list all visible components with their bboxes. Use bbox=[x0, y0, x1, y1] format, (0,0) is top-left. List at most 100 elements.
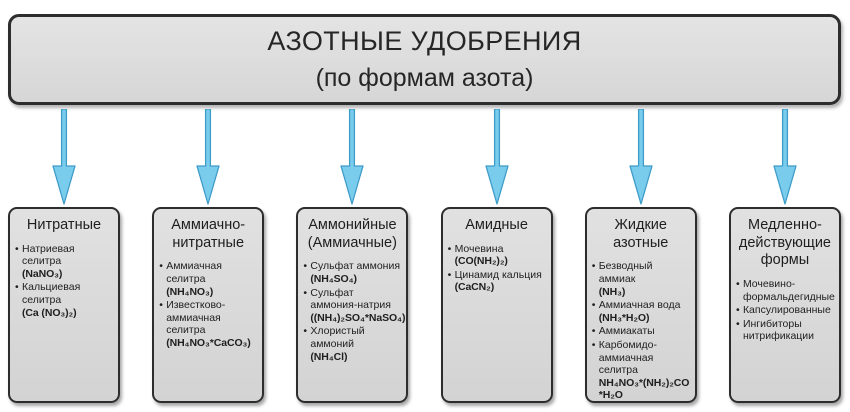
category-box-1: Нитратные•Натриевая селитра(NaNO₃)•Кальц… bbox=[8, 207, 120, 403]
fertilizer-name: Безводный аммиак bbox=[598, 260, 653, 285]
fertilizer-formula: (NH₃) bbox=[598, 285, 626, 298]
fertilizer-name: Сульфат аммония bbox=[310, 260, 401, 273]
fertilizer-name: Цинамид кальция bbox=[454, 268, 542, 281]
fertilizer-name: Аммиачная селитра bbox=[166, 260, 222, 285]
arrow-slot bbox=[729, 109, 841, 206]
bullet-marker: • bbox=[591, 299, 596, 312]
fertilizer-item-body: Известково-аммиачная селитра(NH₄NO₃*CaCO… bbox=[166, 299, 257, 349]
fertilizer-item: •Аммиачная вода(NH₃*H₂O) bbox=[592, 299, 690, 324]
bullet-marker: • bbox=[15, 281, 19, 294]
fertilizer-item-body: Мочевина(CO(NH₂)₂) bbox=[455, 243, 546, 268]
fertilizer-item-body: Сульфат аммония-натрия((NH₄)₂SO₄*NaSO₄) bbox=[310, 286, 406, 325]
fertilizer-formula: (Ca (NO₃)₂) bbox=[22, 306, 77, 319]
fertilizer-name: Мочевино-формальдегидные bbox=[742, 278, 835, 303]
fertilizer-name: Сульфат аммония-натрия bbox=[310, 286, 391, 312]
arrow-slot bbox=[152, 109, 264, 206]
category-row: Нитратные•Натриевая селитра(NaNO₃)•Кальц… bbox=[8, 207, 841, 403]
fertilizer-item-body: Натриевая селитра(NaNO₃) bbox=[22, 243, 113, 281]
header-box: АЗОТНЫЕ УДОБРЕНИЯ (по формам азота) bbox=[8, 14, 841, 105]
fertilizer-item-body: Аммиачная вода(NH₃*H₂O) bbox=[599, 299, 690, 324]
category-box-3: Аммонийные (Аммиачные)•Сульфат аммония(N… bbox=[296, 207, 409, 403]
fertilizer-formula: ((NH₄)₂SO₄*NaSO₄) bbox=[310, 311, 406, 324]
fertilizer-formula: (NH₃*H₂O) bbox=[598, 311, 650, 324]
arrow-row bbox=[8, 109, 841, 206]
bullet-marker: • bbox=[15, 242, 19, 255]
fertilizer-item-body: Сульфат аммония(NH₄SO₄) bbox=[310, 260, 401, 285]
bullet-marker: • bbox=[591, 325, 596, 338]
fertilizer-name: Капсулированные bbox=[742, 304, 831, 317]
fertilizer-item-body: Аммиакаты bbox=[599, 325, 690, 338]
category-box-4: Амидные •Мочевина(CO(NH₂)₂)•Цинамид кальц… bbox=[440, 207, 553, 403]
fertilizer-formula: NH₄NO₃*(NH₂)₂CO *H₂O bbox=[598, 376, 690, 402]
fertilizer-name: Натриевая селитра bbox=[22, 242, 75, 268]
category-title: Жидкие азотные bbox=[613, 217, 669, 251]
fertilizer-item: •Мочевино-формальдегидные bbox=[735, 278, 835, 303]
down-arrow-icon bbox=[340, 109, 365, 205]
fertilizer-name: Ингибиторы нитрификации bbox=[742, 317, 815, 343]
arrow-slot bbox=[8, 109, 120, 206]
fertilizer-item: •Кальциевая селитра(Ca (NO₃)₂) bbox=[15, 281, 113, 319]
fertilizer-formula: (NH₄Cl) bbox=[310, 350, 348, 363]
category-box-6: Медленно-действующие формы•Мочевино-форм… bbox=[728, 207, 841, 403]
bullet-marker: • bbox=[159, 299, 163, 312]
fertilizer-item: •Аммиакаты bbox=[592, 325, 690, 338]
fertilizer-item-body: Капсулированные bbox=[743, 304, 834, 317]
bullet-marker: • bbox=[591, 260, 596, 273]
fertilizer-item-body: Безводный аммиак(NH₃) bbox=[599, 260, 690, 298]
fertilizer-formula: (NH₄SO₄) bbox=[310, 272, 357, 285]
fertilizer-item: •Капсулированные bbox=[736, 304, 834, 317]
fertilizer-formula: (NH₄NO₃) bbox=[166, 285, 214, 298]
diagram-subtitle: (по формам азота) bbox=[315, 64, 534, 92]
fertilizer-item: •Мочевина(CO(NH₂)₂) bbox=[448, 243, 546, 268]
fertilizer-item: •Аммиачная селитра(NH₄NO₃) bbox=[159, 260, 257, 298]
fertilizer-item: •Натриевая селитра(NaNO₃) bbox=[15, 243, 113, 281]
down-arrow-icon bbox=[629, 109, 653, 205]
bullet-marker: • bbox=[159, 260, 163, 273]
down-arrow-icon bbox=[52, 109, 76, 205]
bullet-marker: • bbox=[447, 268, 452, 281]
fertilizer-name: Аммиачная вода bbox=[598, 299, 681, 312]
fertilizer-formula: (NH₄NO₃*CaCO₃) bbox=[166, 336, 251, 349]
fertilizer-item-body: Ингибиторы нитрификации bbox=[743, 318, 834, 343]
fertilizer-item: •Сульфат аммония(NH₄SO₄) bbox=[303, 260, 401, 285]
arrow-slot bbox=[296, 109, 408, 206]
fertilizer-item: •Сульфат аммония-натрия((NH₄)₂SO₄*NaSO₄) bbox=[303, 286, 406, 325]
bullet-marker: • bbox=[735, 317, 740, 330]
fertilizer-formula: (NaNO₃) bbox=[22, 267, 63, 280]
category-title: Амидные bbox=[465, 217, 528, 233]
category-title: Медленно-действующие формы bbox=[738, 217, 831, 269]
category-title: Аммиачно-нитратные bbox=[171, 217, 246, 251]
down-arrow-icon bbox=[484, 109, 509, 205]
fertilizer-item-body: Аммиачная селитра(NH₄NO₃) bbox=[166, 260, 257, 298]
fertilizer-item: •Безводный аммиак(NH₃) bbox=[592, 260, 690, 298]
fertilizer-item-body: Хлористый аммоний(NH₄Cl) bbox=[310, 325, 401, 363]
bullet-marker: • bbox=[735, 278, 740, 291]
fertilizer-item: •Известково-аммиачная селитра(NH₄NO₃*CaC… bbox=[159, 299, 257, 349]
fertilizer-item-body: Цинамид кальция(CaCN₂) bbox=[455, 269, 546, 294]
fertilizer-item-body: Кальциевая селитра(Ca (NO₃)₂) bbox=[22, 281, 113, 319]
bullet-marker: • bbox=[303, 260, 308, 273]
fertilizer-name: Кальциевая селитра bbox=[22, 281, 81, 307]
category-title: Аммонийные (Аммиачные) bbox=[307, 217, 397, 251]
arrow-slot bbox=[585, 109, 697, 206]
arrow-slot bbox=[441, 109, 553, 206]
bullet-marker: • bbox=[591, 338, 596, 351]
diagram-title: АЗОТНЫЕ УДОБРЕНИЯ bbox=[267, 26, 582, 56]
fertilizer-name: Карбомидо-аммиачная селитра bbox=[598, 338, 657, 377]
bullet-marker: • bbox=[735, 304, 740, 317]
fertilizer-item: •Хлористый аммоний(NH₄Cl) bbox=[303, 325, 401, 363]
bullet-marker: • bbox=[303, 325, 308, 338]
fertilizer-item: •Ингибиторы нитрификации bbox=[736, 318, 834, 343]
down-arrow-icon bbox=[196, 109, 220, 205]
fertilizer-name: Мочевина bbox=[454, 242, 504, 255]
fertilizer-name: Известково-аммиачная селитра bbox=[166, 299, 226, 337]
category-title: Нитратные bbox=[26, 217, 102, 233]
fertilizer-formula: (CO(NH₂)₂) bbox=[454, 255, 508, 268]
fertilizer-name: Хлористый аммоний bbox=[310, 325, 365, 350]
category-box-5: Жидкие азотные•Безводный аммиак(NH₃)•Амм… bbox=[584, 207, 697, 403]
category-box-2: Аммиачно-нитратные•Аммиачная селитра(NH₄… bbox=[152, 207, 265, 403]
fertilizer-item: •Цинамид кальция(CaCN₂) bbox=[448, 269, 546, 294]
